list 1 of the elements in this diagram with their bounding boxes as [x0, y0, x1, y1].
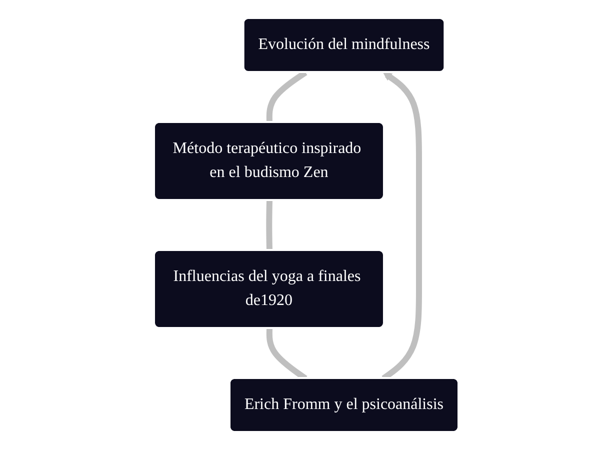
connector	[266, 200, 273, 251]
